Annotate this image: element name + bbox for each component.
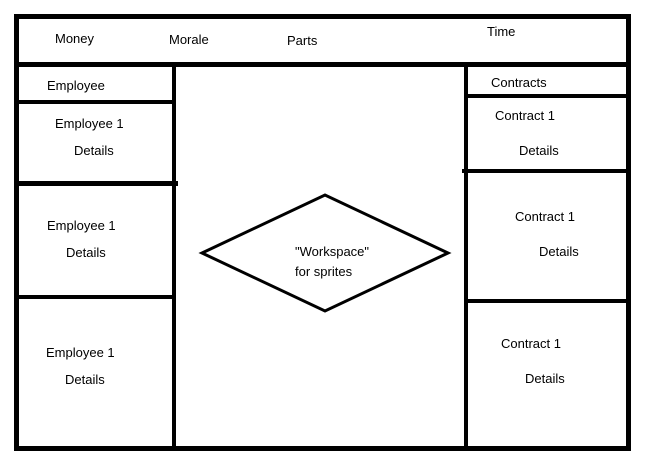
left-column-divider xyxy=(172,62,176,451)
employee-card[interactable]: Employee 1 Details xyxy=(19,104,172,181)
workspace-diamond xyxy=(198,193,452,313)
right-column-divider xyxy=(464,62,468,451)
employee-details-link[interactable]: Details xyxy=(65,372,105,387)
workspace-area[interactable]: "Workspace" for sprites xyxy=(176,67,464,446)
employee-details-link[interactable]: Details xyxy=(74,143,114,158)
employee-name: Employee 1 xyxy=(55,116,124,131)
employee-row-divider-2 xyxy=(14,295,174,299)
employee-card[interactable]: Employee 1 Details xyxy=(19,299,172,446)
employee-name: Employee 1 xyxy=(47,218,116,233)
workspace-label-line2: for sprites xyxy=(295,264,353,279)
contract-name: Contract 1 xyxy=(495,108,555,123)
morale-stat[interactable]: Morale xyxy=(169,32,209,47)
time-stat[interactable]: Time xyxy=(487,24,516,39)
frame-border-right xyxy=(626,14,631,451)
contract-details-link[interactable]: Details xyxy=(519,143,559,158)
contracts-header-divider xyxy=(464,94,631,98)
frame-border-left xyxy=(14,14,19,451)
frame-border-top xyxy=(14,14,631,19)
parts-stat[interactable]: Parts xyxy=(287,33,318,48)
frame-border-bottom xyxy=(14,446,631,451)
topbar: Money Morale Parts Time xyxy=(19,19,626,62)
contract-row-divider-2 xyxy=(464,299,631,303)
contract-card[interactable]: Contract 1 Details xyxy=(468,98,626,169)
contract-name: Contract 1 xyxy=(515,209,575,224)
workspace-label-line1: "Workspace" xyxy=(295,244,370,259)
employee-details-link[interactable]: Details xyxy=(66,245,106,260)
employee-row-divider-1 xyxy=(14,181,178,186)
contract-details-link[interactable]: Details xyxy=(525,371,565,386)
employee-header-divider xyxy=(14,100,174,104)
contract-card[interactable]: Contract 1 Details xyxy=(468,173,626,299)
topbar-divider xyxy=(14,62,631,67)
contract-row-divider-1 xyxy=(462,169,631,173)
contract-name: Contract 1 xyxy=(501,336,561,351)
contract-card[interactable]: Contract 1 Details xyxy=(468,303,626,446)
money-stat[interactable]: Money xyxy=(55,31,95,46)
employee-panel-header: Employee xyxy=(47,78,105,93)
contract-details-link[interactable]: Details xyxy=(539,244,579,259)
employee-card[interactable]: Employee 1 Details xyxy=(19,186,172,295)
contracts-panel-header: Contracts xyxy=(491,75,547,90)
employee-name: Employee 1 xyxy=(46,345,115,360)
